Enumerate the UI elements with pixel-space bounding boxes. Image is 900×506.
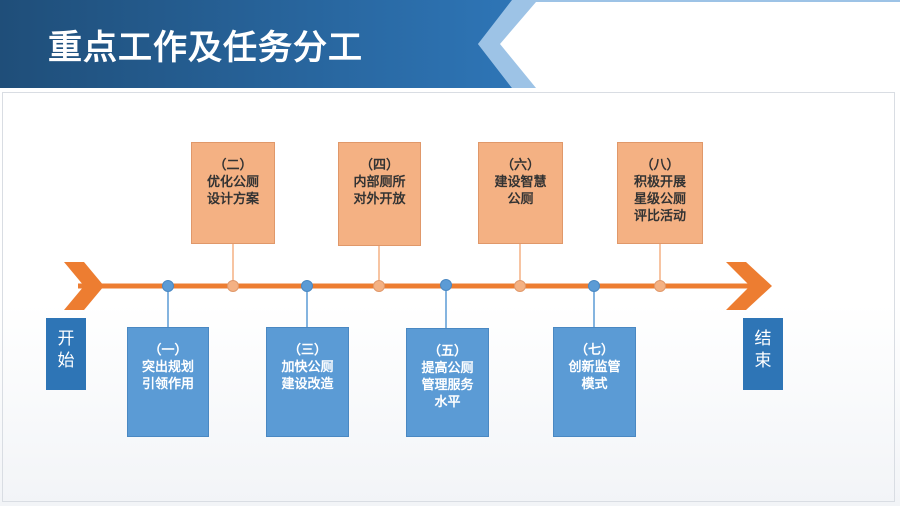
task-text-line: 突出规划 (141, 360, 194, 375)
task-text-line: 模式 (581, 377, 608, 392)
content-frame (2, 92, 895, 502)
start-label-char-2: 始 (57, 351, 75, 371)
task-number: （八） (640, 158, 680, 173)
task-number: （四） (359, 158, 399, 173)
task-box-8: （八） 积极开展 星级公厕 评比活动 (617, 142, 703, 244)
task-text-line: 积极开展 (633, 175, 686, 190)
task-number: （六） (500, 158, 540, 173)
task-box-3: （三） 加快公厕 建设改造 (266, 327, 349, 437)
task-number: （五） (427, 344, 467, 359)
task-text-line: 水平 (434, 395, 461, 410)
end-label: 结 束 (743, 318, 783, 390)
task-text-line: 优化公厕 (206, 175, 259, 190)
timeline-dot-8 (654, 280, 666, 292)
timeline-dot-6 (514, 280, 526, 292)
task-box-7: （七） 创新监管 模式 (553, 327, 636, 437)
end-label-char-1: 结 (754, 329, 772, 349)
task-text-line: 对外开放 (353, 192, 406, 207)
task-text-line: 公厕 (507, 192, 534, 207)
page-title: 重点工作及任务分工 (48, 28, 363, 68)
task-text-line: 提高公厕 (421, 361, 474, 376)
timeline-dot-1 (162, 280, 174, 292)
task-text-line: 引领作用 (141, 377, 194, 392)
task-number: （七） (574, 343, 614, 358)
timeline-dot-2 (227, 280, 239, 292)
task-text-line: 建设智慧 (494, 175, 547, 190)
end-label-char-2: 束 (754, 351, 772, 371)
task-text-line: 创新监管 (568, 360, 621, 375)
task-text-line: 内部厕所 (353, 175, 406, 190)
title-banner (0, 0, 900, 88)
banner-main-shape (0, 0, 512, 88)
timeline-dot-3 (301, 280, 313, 292)
task-text-line: 管理服务 (421, 378, 474, 393)
start-label-char-1: 开 (57, 329, 75, 349)
task-box-4: （四） 内部厕所 对外开放 (338, 142, 421, 246)
timeline-dot-5 (440, 279, 452, 291)
timeline-dot-4 (373, 280, 385, 292)
timeline-start-chevron (64, 262, 104, 310)
task-box-5: （五） 提高公厕 管理服务 水平 (406, 328, 489, 437)
task-text-line: 评比活动 (633, 209, 686, 224)
timeline-dot-7 (588, 280, 600, 292)
start-label: 开 始 (46, 318, 86, 390)
timeline-end-arrow (726, 262, 772, 310)
banner-light-chevron (478, 0, 900, 88)
task-box-6: （六） 建设智慧 公厕 (478, 142, 563, 244)
task-text-line: 建设改造 (281, 377, 334, 392)
task-text-line: 加快公厕 (281, 360, 334, 375)
task-text-line: 设计方案 (206, 192, 259, 207)
task-text-line: 星级公厕 (633, 192, 686, 207)
task-box-1: （一） 突出规划 引领作用 (127, 327, 209, 437)
task-number: （二） (213, 158, 253, 173)
task-box-2: （二） 优化公厕 设计方案 (191, 142, 275, 244)
task-number: （三） (287, 343, 327, 358)
task-number: （一） (148, 343, 188, 358)
